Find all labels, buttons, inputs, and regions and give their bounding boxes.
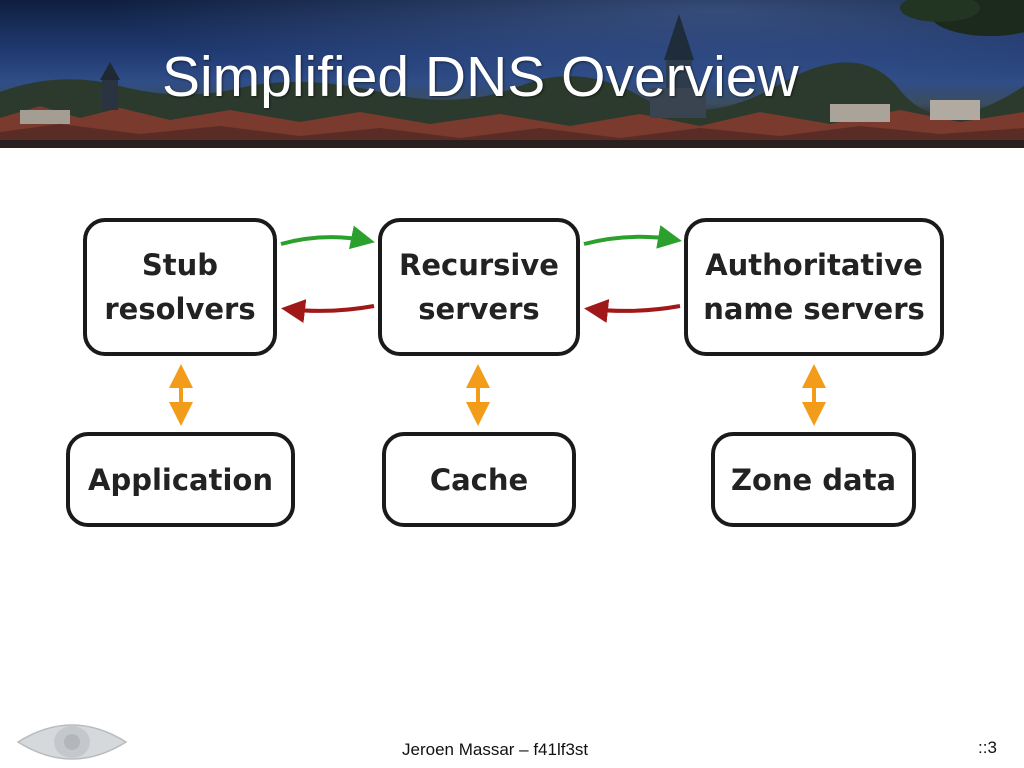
header-banner: Simplified DNS Overview [0, 0, 1024, 148]
slide-title: Simplified DNS Overview [162, 45, 799, 109]
header-cityscape-image [0, 0, 1024, 148]
node-stub-resolvers: Stub resolvers [83, 218, 277, 356]
footer-author: Jeroen Massar – f41lf3st [402, 740, 589, 759]
node-recursive-servers: Recursive servers [378, 218, 580, 356]
node-application: Application [66, 432, 295, 527]
arrow-recursive-to-stub [281, 299, 375, 323]
eye-logo-icon [16, 724, 128, 760]
arrow-stub-to-recursive [280, 225, 375, 250]
arrow-authoritative-to-recursive [584, 299, 681, 323]
page-number: ::3 [978, 738, 997, 757]
arrow-recursive-to-authoritative [583, 225, 682, 249]
node-authoritative-name-servers: Authoritative name servers [684, 218, 944, 356]
node-zone-data: Zone data [711, 432, 916, 527]
node-cache: Cache [382, 432, 576, 527]
